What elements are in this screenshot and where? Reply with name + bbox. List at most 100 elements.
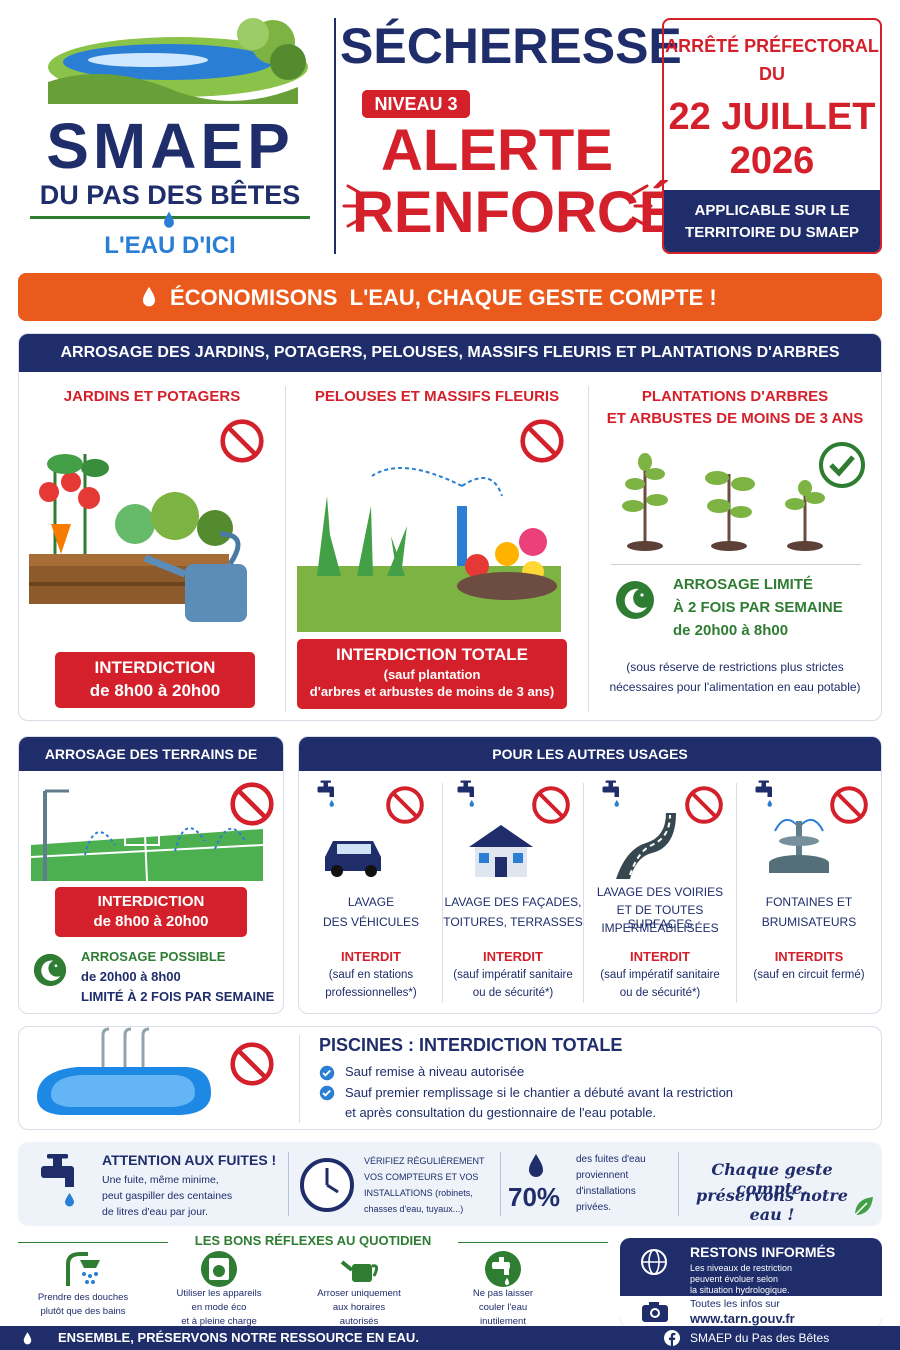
sport-note-3: LIMITÉ À 2 FOIS PAR SEMAINE: [81, 989, 275, 1004]
sport-note-1: ARROSAGE POSSIBLE: [81, 949, 226, 964]
gardens-rule-line1: INTERDICTION: [94, 658, 216, 677]
sport-rule-line2: de 8h00 à 20h00: [93, 913, 209, 930]
leaks-divider: [678, 1152, 679, 1216]
water-drop-icon: [140, 285, 158, 309]
header-divider: [334, 18, 336, 254]
info-text-2: peuvent évoluer selon: [690, 1274, 779, 1284]
pool-bullet-1: Sauf remise à niveau autorisée: [345, 1064, 525, 1079]
trees-note-2: nécessaires pour l'alimentation en eau p…: [609, 680, 861, 694]
water-drop-icon: [526, 1152, 546, 1180]
reflex-label-2: couler l'eau: [478, 1302, 528, 1313]
allowed-check-icon: [819, 442, 865, 488]
sports-field-icon: [30, 789, 264, 882]
pool-bullet-2b: et après consultation du gestionnaire de…: [345, 1105, 657, 1120]
globe-icon: [641, 1249, 667, 1275]
use-status: INTERDIT: [483, 949, 543, 964]
meter-gauge-icon: [300, 1158, 354, 1212]
reflexes-section: LES BONS RÉFLEXES AU QUOTIDIEN Prendre d…: [18, 1232, 608, 1328]
night-moon-icon: [615, 580, 655, 620]
info-title: RESTONS INFORMÉS: [690, 1244, 836, 1260]
pool-section: PISCINES : INTERDICTION TOTALE Sauf remi…: [18, 1026, 882, 1130]
reflex-label-1: Prendre des douches: [37, 1292, 129, 1303]
applicable-band: [664, 190, 880, 252]
tap-off-icon: [485, 1251, 521, 1287]
use-label-1: FONTAINES ET: [765, 895, 853, 909]
watering-can-icon: [340, 1260, 379, 1282]
footer-right-text: SMAEP du Pas des Bêtes: [690, 1331, 830, 1345]
info-text-1: Les niveaux de restriction: [690, 1263, 793, 1273]
pool-bullet-2a: Sauf premier remplissage si le chantier …: [345, 1085, 734, 1100]
private-text-3: d'installations: [576, 1186, 636, 1197]
lawns-rule: INTERDICTION TOTALE (sauf plantation d'a…: [297, 639, 567, 709]
leaks-text-3: de litres d'eau par jour.: [102, 1206, 208, 1218]
facebook-icon[interactable]: [664, 1330, 680, 1346]
leaks-title: ATTENTION AUX FUITES !: [102, 1152, 277, 1168]
washing-machine-icon: [201, 1251, 237, 1287]
reflex-label-3: et à pleine charge: [181, 1316, 257, 1327]
trees-rule-line1: ARROSAGE LIMITÉ: [673, 576, 814, 593]
trees-note-1: (sous réserve de restrictions plus stric…: [626, 660, 844, 674]
car-icon: [325, 841, 381, 877]
info-text-4: Toutes les infos sur: [690, 1298, 780, 1310]
tap-icon: [598, 779, 628, 809]
leaking-tap-icon: [32, 1146, 92, 1216]
trees-rule-line3: de 20h00 à 8h00: [673, 622, 789, 639]
vegetable-garden-icon: [29, 454, 247, 622]
use-item-fountains: FONTAINES ET BRUMISATEURS INTERDITS (sau…: [737, 771, 881, 1011]
gardens-rule: INTERDICTION de 8h00 à 20h00: [55, 652, 255, 708]
trees-rule-line2: À 2 FOIS PAR SEMAINE: [673, 599, 843, 616]
alert-burst-icon: [342, 184, 653, 228]
use-label-2: TOITURES, TERRASSES: [443, 915, 583, 929]
leaks-text-2: peut gaspiller des centaines: [102, 1190, 233, 1202]
logo-subtitle: DU PAS DES BÊTES: [39, 180, 301, 210]
use-status: INTERDIT: [341, 949, 401, 964]
camera-icon: [642, 1302, 668, 1322]
reflex-label-1: Utiliser les appareils: [176, 1288, 262, 1299]
reflex-label-2: aux horaires: [332, 1302, 386, 1313]
col-divider: [285, 386, 286, 712]
tap-icon: [313, 779, 343, 809]
use-note-1: (sauf impératif sanitaire: [600, 969, 720, 981]
young-trees-icon: [622, 453, 825, 551]
shower-icon: [66, 1252, 100, 1286]
lawns-rule-line1: INTERDICTION TOTALE: [335, 645, 529, 664]
water-drop-icon: [162, 210, 176, 230]
use-label-2: DES VÉHICULES: [322, 915, 420, 929]
leaks-percent: 70%: [508, 1182, 561, 1212]
reflex-label-1: Ne pas laisser: [472, 1288, 534, 1299]
pool-divider: [299, 1035, 300, 1123]
gardens-title: JARDINS ET POTAGERS: [63, 388, 241, 405]
applicable-text: APPLICABLE SUR LE TERRITOIRE DU SMAEP: [685, 202, 859, 241]
use-label-2: BRUMISATEURS: [761, 915, 857, 929]
col-divider: [583, 783, 584, 1003]
sport-rule: INTERDICTION de 8h00 à 20h00: [55, 887, 247, 937]
sport-rule-line1: INTERDICTION: [97, 893, 205, 910]
meters-text-1: VÉRIFIEZ RÉGULIÈREMENT: [364, 1156, 485, 1166]
leaks-divider: [500, 1152, 501, 1216]
check-icon: [319, 1085, 335, 1101]
house-icon: [469, 825, 533, 877]
water-drop-icon: [22, 1331, 33, 1346]
prohibited-icon: [684, 785, 724, 825]
use-item-roads: LAVAGE DES VOIRIES ET DE TOUTES SURFACES…: [584, 771, 736, 1011]
slogan-line2: préservons notre eau !: [696, 1186, 848, 1224]
logo-tagline: L'EAU D'ICI: [104, 232, 236, 259]
pool-title: PISCINES : INTERDICTION TOTALE: [319, 1035, 623, 1055]
footer-bar: ENSEMBLE, PRÉSERVONS NOTRE RESSOURCE EN …: [0, 1326, 900, 1350]
lake-landscape-icon: [48, 18, 308, 104]
watering-section: ARROSAGE DES JARDINS, POTAGERS, PELOUSES…: [18, 333, 882, 721]
alert-line1: ALERTE: [381, 118, 613, 183]
info-url[interactable]: www.tarn.gouv.fr: [690, 1311, 795, 1326]
col-divider: [442, 783, 443, 1003]
trees-title-1: PLANTATIONS D'ARBRES: [641, 388, 829, 405]
prohibited-icon: [229, 1041, 275, 1087]
leaks-divider: [288, 1152, 289, 1216]
col-divider: [588, 386, 589, 712]
reflex-label-3: inutilement: [480, 1316, 526, 1327]
other-uses-title: POUR LES AUTRES USAGES: [299, 737, 881, 771]
logo: SMAEP DU PAS DES BÊTES L'EAU D'ICI: [20, 12, 320, 262]
use-note-2: ou de sécurité*): [619, 987, 701, 999]
prohibited-icon: [385, 785, 425, 825]
save-water-banner: ÉCONOMISONS L'EAU, CHAQUE GESTE COMPTE !: [18, 273, 882, 321]
use-note-2: professionnelles*): [325, 987, 417, 999]
